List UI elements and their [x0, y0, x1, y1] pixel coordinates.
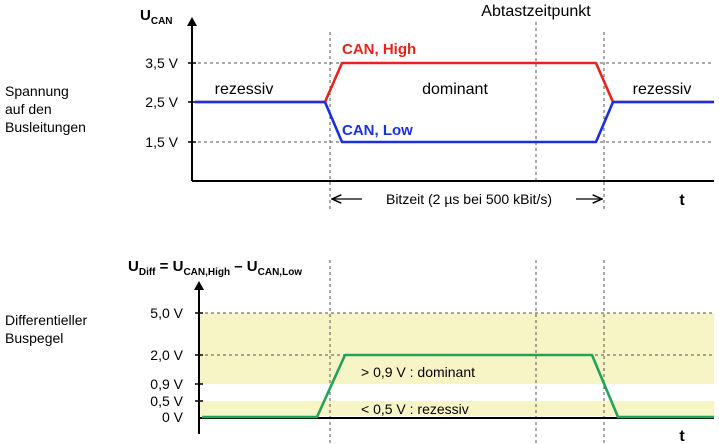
diff-side-label-line-1: Differentieller	[5, 312, 88, 328]
dominant-range-label: > 0,9 V : dominant	[361, 364, 475, 380]
side-label-line-1: Spannung	[5, 83, 69, 99]
diff-y-axis-arrow	[194, 281, 204, 290]
dominant-label: dominant	[422, 81, 488, 98]
tick-label-2-5v: 2,5 V	[145, 94, 178, 110]
recessive-range-label: < 0,5 V : rezessiv	[361, 401, 469, 417]
side-label-line-3: Busleitungen	[5, 119, 86, 135]
y-axis-label: UCAN	[140, 7, 173, 27]
differential-signal-line	[202, 353, 714, 419]
recessive-right-label: rezessiv	[633, 81, 692, 98]
tick-label-0-9v: 0,9 V	[150, 376, 183, 392]
recessive-left-label: rezessiv	[215, 81, 274, 98]
side-label-line-2: auf den	[5, 101, 52, 117]
tick-label-1-5v: 1,5 V	[145, 134, 178, 150]
tick-label-5v: 5,0 V	[150, 305, 183, 321]
top-time-label: t	[679, 192, 685, 209]
can-low-label: CAN, Low	[342, 122, 413, 139]
can-low-line	[195, 100, 714, 144]
bottom-time-label: t	[679, 428, 685, 444]
tick-label-0-5v: 0,5 V	[150, 393, 183, 409]
diff-equation-label: UDiff = UCAN,High – UCAN,Low	[128, 258, 302, 278]
differential-voltage-diagram: UDiff = UCAN,High – UCAN,Low Differentie…	[5, 258, 714, 444]
can-high-label: CAN, High	[342, 41, 416, 58]
recessive-band	[199, 401, 714, 416]
tick-label-3-5v: 3,5 V	[145, 55, 178, 71]
bit-time-label: Bitzeit (2 µs bei 500 kBit/s)	[386, 191, 552, 207]
dominant-band	[199, 313, 714, 384]
tick-label-2v: 2,0 V	[150, 347, 183, 363]
diff-side-label-line-2: Buspegel	[5, 330, 63, 346]
y-axis-arrow	[187, 17, 197, 26]
bus-voltage-diagram: UCAN Abtastzeitpunkt 3,5 V 2,5 V 1,5 V S…	[5, 3, 714, 210]
sample-point-label: Abtastzeitpunkt	[481, 3, 591, 20]
tick-label-0v: 0 V	[162, 409, 184, 425]
